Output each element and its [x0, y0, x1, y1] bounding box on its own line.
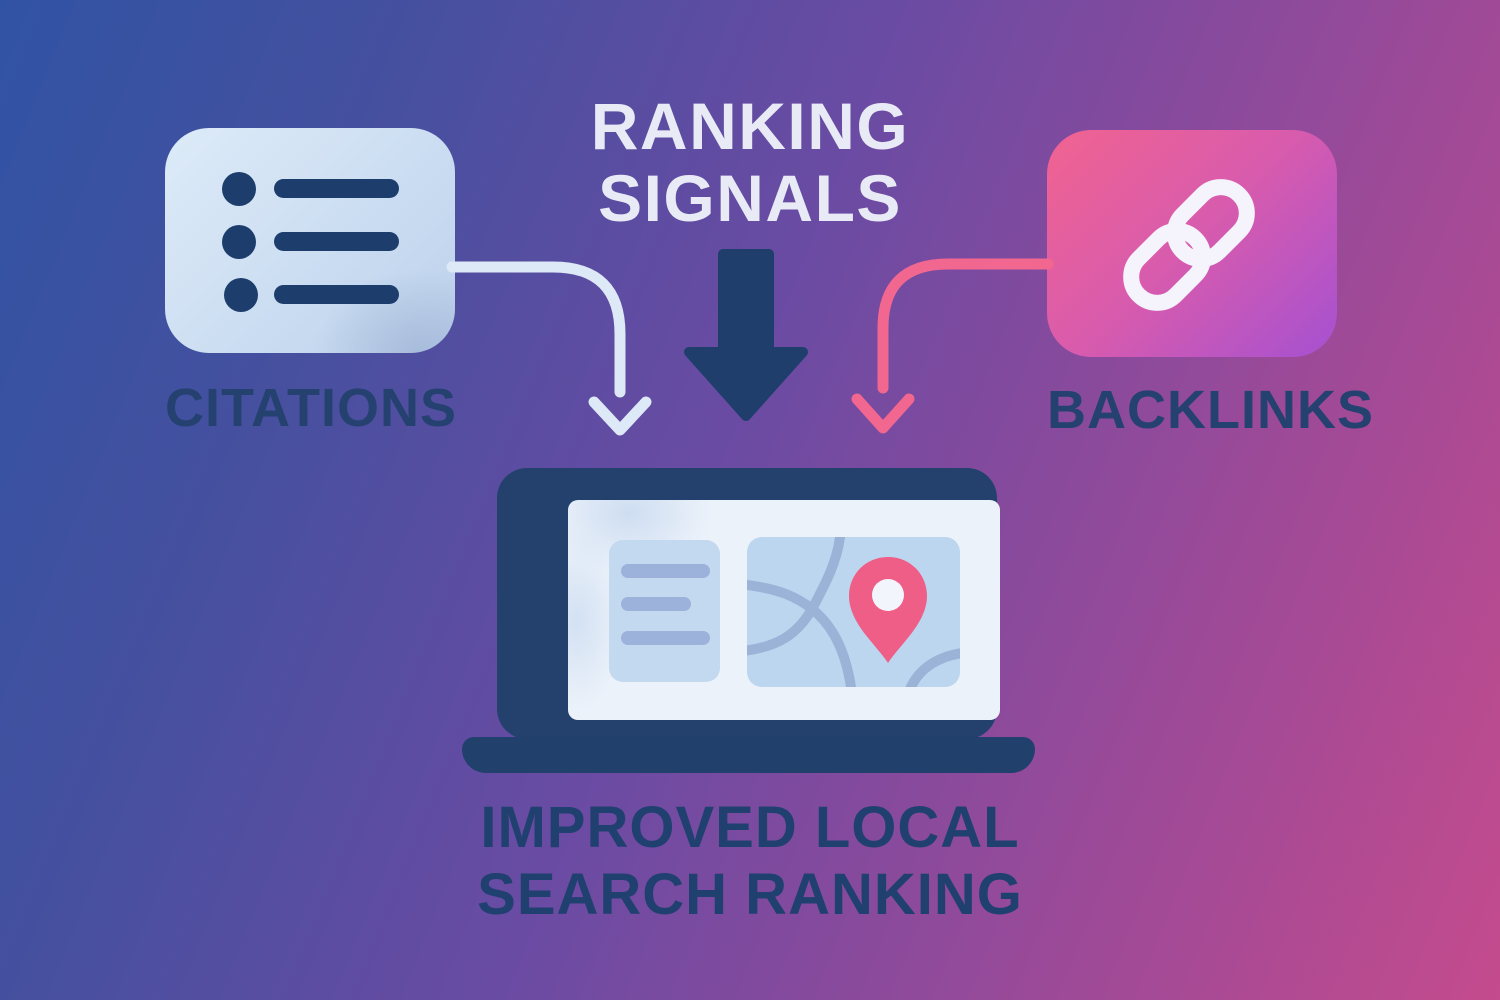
outcome-title: IMPROVED LOCAL SEARCH RANKING — [0, 794, 1500, 928]
page-title-line1: RANKING — [590, 89, 910, 163]
laptop-illustration — [460, 466, 1040, 786]
page-title: RANKING SIGNALS — [0, 90, 1500, 234]
chain-link-icon — [1123, 179, 1255, 311]
laptop-base — [462, 737, 1035, 773]
map-roads — [747, 537, 960, 687]
backlinks-label: BACKLINKS — [1047, 380, 1374, 440]
search-results-panel — [609, 540, 720, 682]
backlinks-curved-arrow-icon — [851, 258, 1054, 434]
outcome-line1: IMPROVED LOCAL — [480, 795, 1020, 860]
backlinks-card — [1047, 130, 1337, 357]
page-title-line2: SIGNALS — [598, 161, 902, 235]
outcome-line2: SEARCH RANKING — [477, 862, 1023, 927]
map-pin-icon — [849, 557, 927, 663]
text-line-bar — [621, 597, 691, 611]
down-arrow-icon — [684, 249, 808, 421]
map-panel — [747, 537, 960, 687]
text-line-bar — [621, 631, 710, 645]
text-line-bar — [621, 564, 710, 578]
laptop-screen — [568, 500, 1000, 720]
citations-label: CITATIONS — [165, 378, 457, 438]
list-icon — [222, 172, 399, 312]
citations-card — [165, 128, 455, 353]
citations-curved-arrow-icon — [446, 261, 652, 436]
